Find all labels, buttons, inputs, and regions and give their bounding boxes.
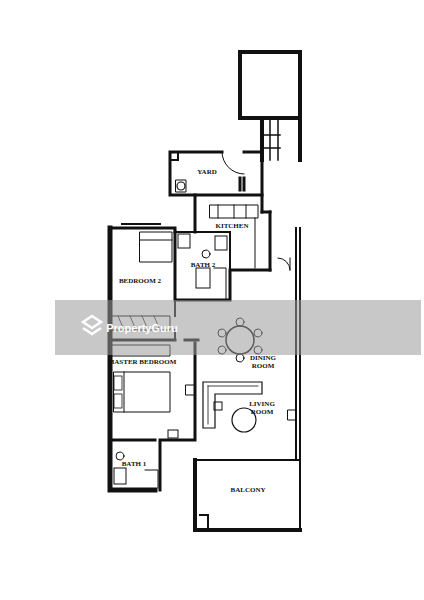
room-label: BATH 1 <box>122 460 147 468</box>
room-label: MASTER BEDROOM <box>108 358 177 366</box>
watermark: PropertyGuru <box>106 322 178 335</box>
room-label: DINING ROOM <box>244 354 282 370</box>
room-label: YARD <box>197 168 217 176</box>
room-label: KITCHEN <box>215 222 248 230</box>
room-label: BALCONY <box>230 486 265 494</box>
room-label: BATH 2 <box>191 261 216 269</box>
room-label: BEDROOM 2 <box>119 277 161 285</box>
room-label: LIVING ROOM <box>243 400 281 416</box>
